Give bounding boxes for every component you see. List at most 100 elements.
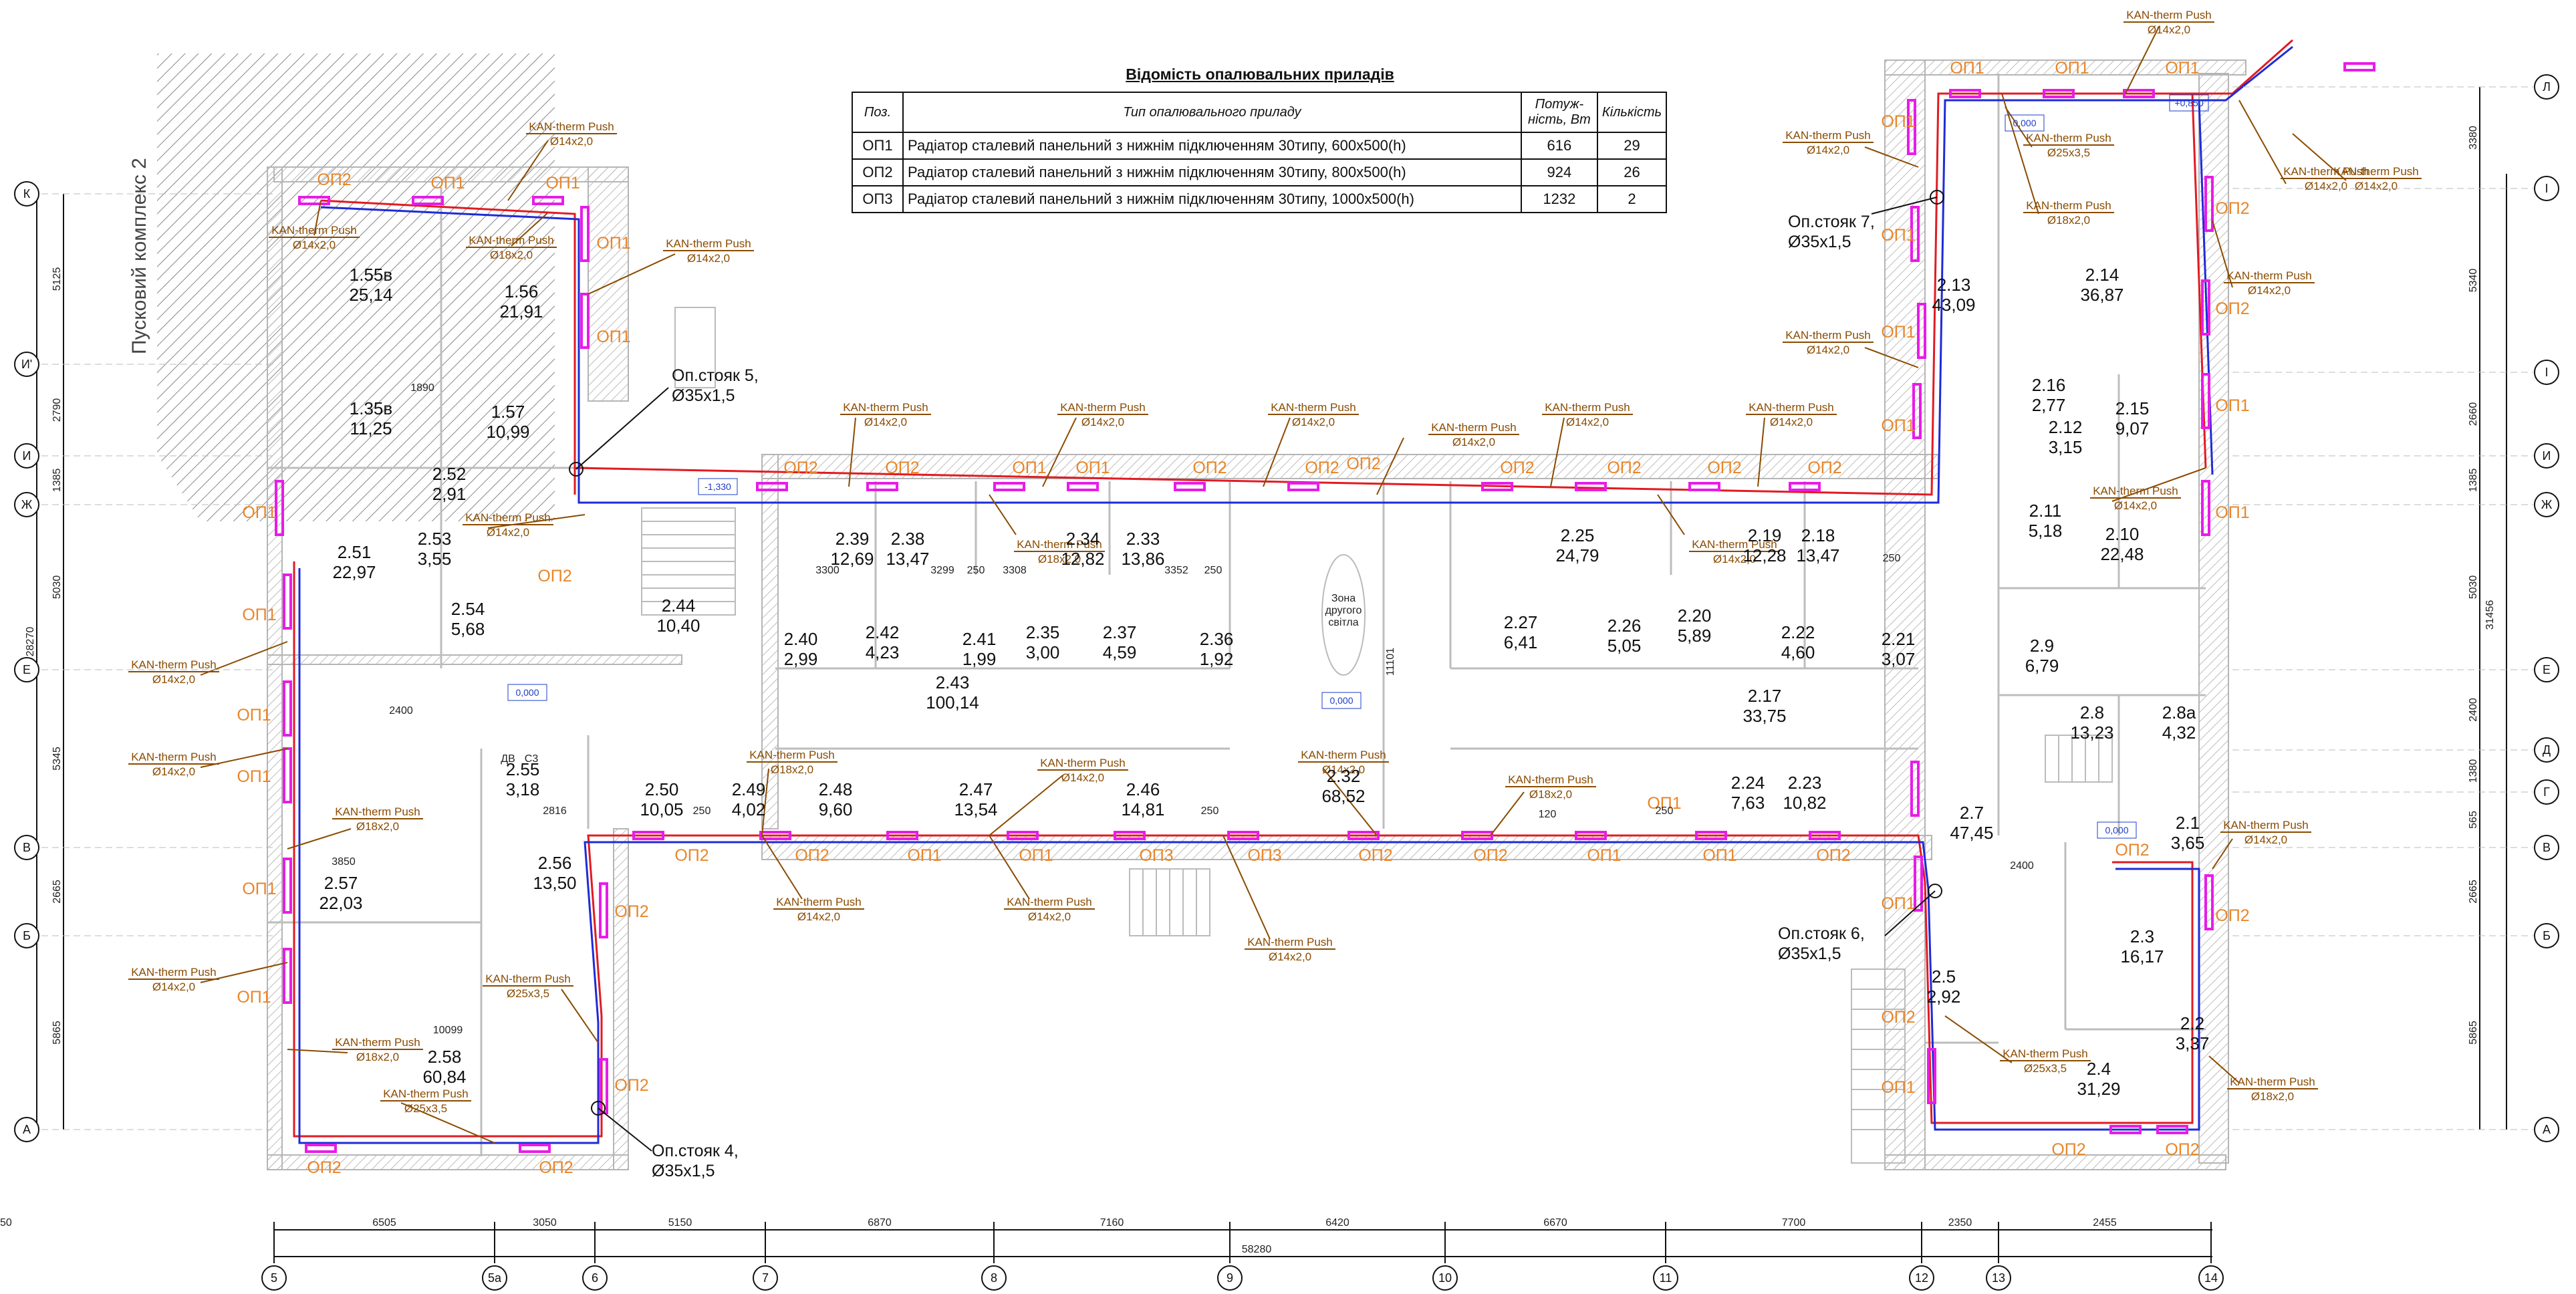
axis-bubble: А bbox=[14, 1117, 274, 1142]
radiator-position-label: ОП2 bbox=[783, 459, 817, 477]
room-number: 2.10 bbox=[2105, 524, 2140, 544]
callout-diameter: Ø14х2,0 bbox=[1028, 910, 1071, 923]
room-area: 3,37 bbox=[2176, 1033, 2210, 1053]
schedule-row: ОП3 Радіатор сталевий панельний з нижнім… bbox=[852, 185, 1668, 213]
callout-diameter: Ø14х2,0 bbox=[864, 416, 907, 428]
radiator bbox=[2109, 1125, 2142, 1134]
radiator-position-label: ОП1 bbox=[242, 606, 276, 624]
axis-label: 10 bbox=[1438, 1271, 1452, 1285]
room-label: 2.747,45 bbox=[1950, 803, 1993, 843]
axis-bubble: 11 bbox=[1653, 1222, 1678, 1291]
callout-diameter: Ø14х2,0 bbox=[293, 239, 336, 251]
row-type: Радіатор сталевий панельний з нижнім під… bbox=[902, 158, 1522, 186]
room-area: 60,84 bbox=[422, 1067, 466, 1087]
room-number: 2.40 bbox=[784, 629, 818, 649]
axis-label: І bbox=[2545, 182, 2548, 195]
callout-brand: KAN-therm Push bbox=[1040, 757, 1126, 769]
room-number: 2.32 bbox=[1327, 766, 1361, 786]
room-area: 6,79 bbox=[2025, 656, 2059, 676]
dimension-label: 5865 bbox=[2468, 1021, 2479, 1045]
callout-brand: KAN-therm Push bbox=[1785, 129, 1871, 142]
schedule-table: Поз. Тип опалювального приладу Потуж-ніс… bbox=[852, 92, 1668, 213]
elevation-mark: 11101 bbox=[1385, 648, 1396, 676]
radiator bbox=[283, 948, 292, 1004]
room-label: 2.353,00 bbox=[1026, 622, 1060, 662]
callout-diameter: Ø14х2,0 bbox=[152, 981, 195, 993]
room-area: 36,87 bbox=[2080, 285, 2123, 305]
room-label: 2.247,63 bbox=[1731, 773, 1765, 813]
radiator bbox=[1007, 831, 1039, 840]
room-area: 22,97 bbox=[332, 562, 376, 582]
callout-brand: KAN-therm Push bbox=[1692, 538, 1777, 551]
radiator-position-label: ОП1 bbox=[237, 767, 271, 786]
building-label: Пусковий комплекс 2 bbox=[128, 158, 150, 354]
axis-label: 8 bbox=[991, 1271, 997, 1285]
axis-label: 12 bbox=[1915, 1271, 1928, 1285]
radiator-position-label: ОП2 bbox=[1816, 846, 1850, 865]
room-number: 2.42 bbox=[866, 622, 900, 642]
room-number: 2.58 bbox=[428, 1047, 462, 1067]
callout-diameter: Ø14х2,0 bbox=[152, 765, 195, 778]
row-power: 616 bbox=[1520, 132, 1598, 160]
room-area: 22,03 bbox=[319, 893, 362, 913]
room-area: 43,09 bbox=[1932, 295, 1975, 315]
radiator bbox=[1917, 303, 1926, 359]
room-label: 2.205,89 bbox=[1678, 606, 1712, 646]
room-area: 4,59 bbox=[1103, 642, 1137, 662]
room-number: 2.23 bbox=[1788, 773, 1822, 793]
callout-brand: KAN-therm Push bbox=[2283, 165, 2369, 178]
zone-note-1: Зона bbox=[1331, 593, 1356, 604]
interior-dimension: 250 bbox=[693, 805, 711, 817]
room-label: 2.316,17 bbox=[2120, 926, 2164, 966]
radiator bbox=[1910, 206, 1920, 262]
callout-brand: KAN-therm Push bbox=[2226, 269, 2312, 282]
room-area: 5,89 bbox=[1678, 626, 1712, 646]
room-area: 2,77 bbox=[2032, 395, 2066, 415]
row-type: Радіатор сталевий панельний з нижнім під… bbox=[902, 185, 1522, 213]
room-area: 9,60 bbox=[819, 799, 853, 819]
room-area: 9,07 bbox=[2115, 418, 2150, 438]
callout-brand: KAN-therm Push bbox=[1007, 896, 1092, 908]
room-area: 13,23 bbox=[2070, 723, 2113, 743]
dimension-label: 2455 bbox=[2093, 1217, 2117, 1228]
fan-label-2: С3 bbox=[525, 753, 539, 765]
room-number: 2.16 bbox=[2032, 375, 2066, 395]
callout-diameter: Ø25х3,5 bbox=[2024, 1062, 2067, 1075]
level-mark: 0,000 bbox=[2105, 825, 2128, 835]
axis-label: Ж bbox=[2541, 498, 2553, 511]
dimension-label: 2400 bbox=[2468, 698, 2479, 722]
callout-brand: KAN-therm Push bbox=[776, 896, 862, 908]
room-label: 2.13,65 bbox=[2171, 813, 2205, 853]
radiator bbox=[2156, 1125, 2188, 1134]
room-label: 2.23,37 bbox=[2176, 1013, 2210, 1053]
callout-diameter: Ø14х2,0 bbox=[687, 252, 730, 265]
radiator-position-label: ОП1 bbox=[1075, 459, 1110, 477]
radiator-position-label: ОП1 bbox=[1019, 846, 1053, 865]
callout-diameter: Ø25х3,5 bbox=[404, 1102, 447, 1115]
room-area: 3,55 bbox=[418, 549, 452, 569]
radiator bbox=[283, 747, 292, 803]
schedule-row: ОП2 Радіатор сталевий панельний з нижнім… bbox=[852, 158, 1668, 186]
axis-bubble: И bbox=[2232, 443, 2559, 469]
axis-bubble: 7 bbox=[753, 1222, 778, 1291]
radiator-position-label: ОП2 bbox=[1358, 846, 1392, 865]
level-mark: 0,000 bbox=[515, 687, 539, 698]
room-area: 10,82 bbox=[1783, 793, 1826, 813]
axis-label: 5а bbox=[488, 1271, 502, 1285]
radiator-position-label: ОП2 bbox=[885, 459, 919, 477]
radiator-position-label: ОП2 bbox=[2115, 841, 2149, 860]
room-area: 10,99 bbox=[486, 422, 529, 442]
radiator bbox=[1575, 831, 1607, 840]
room-label: 2.96,79 bbox=[2025, 636, 2059, 676]
room-number: 2.33 bbox=[1126, 529, 1160, 549]
radiator bbox=[1575, 482, 1607, 491]
radiator-position-label: ОП2 bbox=[539, 1158, 573, 1177]
